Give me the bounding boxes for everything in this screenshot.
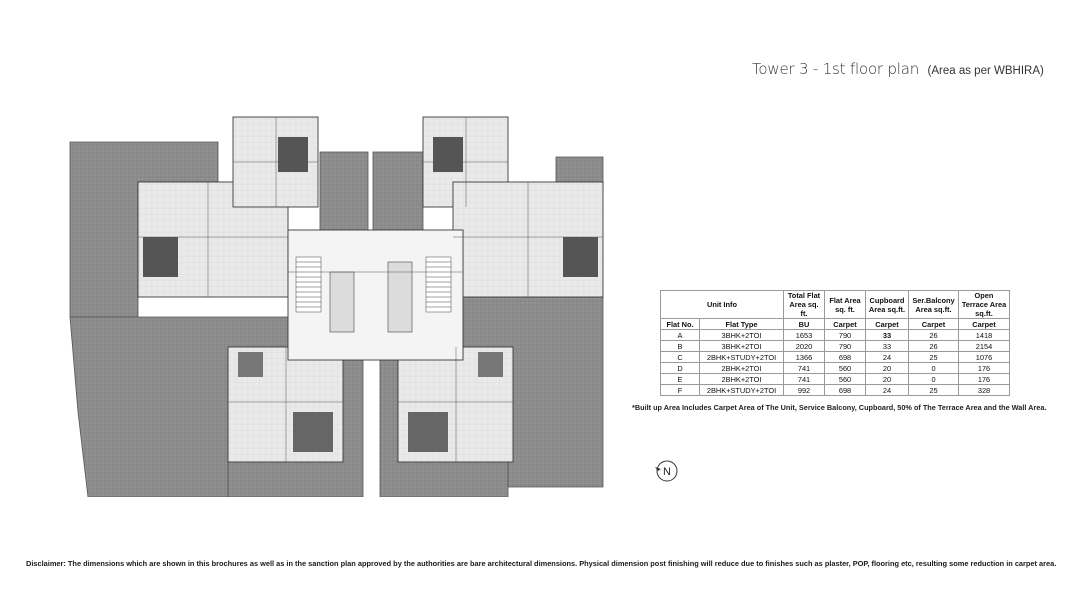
table-cell: D [660,362,700,374]
staircases [295,256,452,313]
table-cell: 3BHK+2TOI [699,340,784,352]
table-header-row: Unit Info Total Flat Area sq. ft. Flat A… [660,290,1010,319]
subheader-cell: BU [783,318,825,330]
table-cell: A [660,329,700,341]
column-header: Open Terrace Area sq.ft. [958,290,1010,319]
room-partitions [138,117,603,462]
floor-plan-drawing [69,116,604,497]
table-cell: 992 [783,384,825,396]
disclaimer: Disclaimer: The dimensions which are sho… [26,559,1066,568]
plan-title-sub: (Area as per WBHIRA) [927,65,1044,77]
room-accents [143,137,598,452]
table-row: B 3BHK+2TOI 2020 790 33 26 2154 [660,340,1010,352]
table-subheader-row: Flat No. Flat Type BU Carpet Carpet Carp… [660,318,1010,330]
table-cell: 790 [824,340,866,352]
table-cell: 33 [865,340,909,352]
table-cell: 328 [958,384,1010,396]
column-header: Cupboard Area sq.ft. [865,290,909,319]
north-label: N [663,466,671,478]
table-cell: 741 [783,373,825,385]
area-footnote: *Built up Area Includes Carpet Area of T… [632,403,1047,412]
table-cell: 33 [865,329,909,341]
table-cell: 698 [824,351,866,363]
table-cell: 176 [958,373,1010,385]
table-row: A 3BHK+2TOI 1653 790 33 26 1418 [660,329,1010,341]
table-cell: 2154 [958,340,1010,352]
table-cell: 176 [958,362,1010,374]
table-row: C 2BHK+STUDY+2TOI 1366 698 24 25 1076 [660,351,1010,363]
subheader-cell: Flat Type [699,318,784,330]
table-cell: 24 [865,351,909,363]
table-cell: 1653 [783,329,825,341]
table-cell: 20 [865,373,909,385]
subheader-cell: Carpet [865,318,909,330]
table-cell: 26 [908,340,959,352]
column-header: Ser.Balcony Area sq.ft. [908,290,959,319]
table-cell: 2BHK+2TOI [699,373,784,385]
table-cell: 2020 [783,340,825,352]
table-cell: C [660,351,700,363]
table-cell: 20 [865,362,909,374]
table-cell: 25 [908,351,959,363]
plan-title: Tower 3 - 1st floor plan (Area as per WB… [752,60,1044,79]
table-cell: 560 [824,373,866,385]
unit-info-table: Unit Info Total Flat Area sq. ft. Flat A… [660,290,1010,396]
table-cell: 2BHK+STUDY+2TOI [699,384,784,396]
unit-info-header: Unit Info [660,290,784,319]
disclaimer-text: The dimensions which are shown in this b… [67,559,1057,568]
table-cell: 3BHK+2TOI [699,329,784,341]
subheader-cell: Carpet [824,318,866,330]
table-cell: E [660,373,700,385]
table-cell: 698 [824,384,866,396]
table-row: F 2BHK+STUDY+2TOI 992 698 24 25 328 [660,384,1010,396]
table-cell: 1366 [783,351,825,363]
column-header: Flat Area sq. ft. [824,290,866,319]
subheader-cell: Carpet [908,318,959,330]
table-cell: 741 [783,362,825,374]
table-cell: 560 [824,362,866,374]
north-arrow-icon: N [655,460,678,482]
column-header: Total Flat Area sq. ft. [783,290,825,319]
table-row: D 2BHK+2TOI 741 560 20 0 176 [660,362,1010,374]
table-cell: 1418 [958,329,1010,341]
table-cell: 1076 [958,351,1010,363]
apartment-blocks [137,116,604,463]
table-cell: 2BHK+2TOI [699,362,784,374]
subheader-cell: Carpet [958,318,1010,330]
table-cell: 25 [908,384,959,396]
table-row: E 2BHK+2TOI 741 560 20 0 176 [660,373,1010,385]
table-cell: 0 [908,373,959,385]
plan-title-main: Tower 3 - 1st floor plan [752,60,920,78]
table-cell: F [660,384,700,396]
table-cell: B [660,340,700,352]
table-cell: 0 [908,362,959,374]
subheader-cell: Flat No. [660,318,700,330]
table-cell: 2BHK+STUDY+2TOI [699,351,784,363]
disclaimer-label: Disclaimer: [26,559,66,568]
table-cell: 790 [824,329,866,341]
table-cell: 26 [908,329,959,341]
table-cell: 24 [865,384,909,396]
